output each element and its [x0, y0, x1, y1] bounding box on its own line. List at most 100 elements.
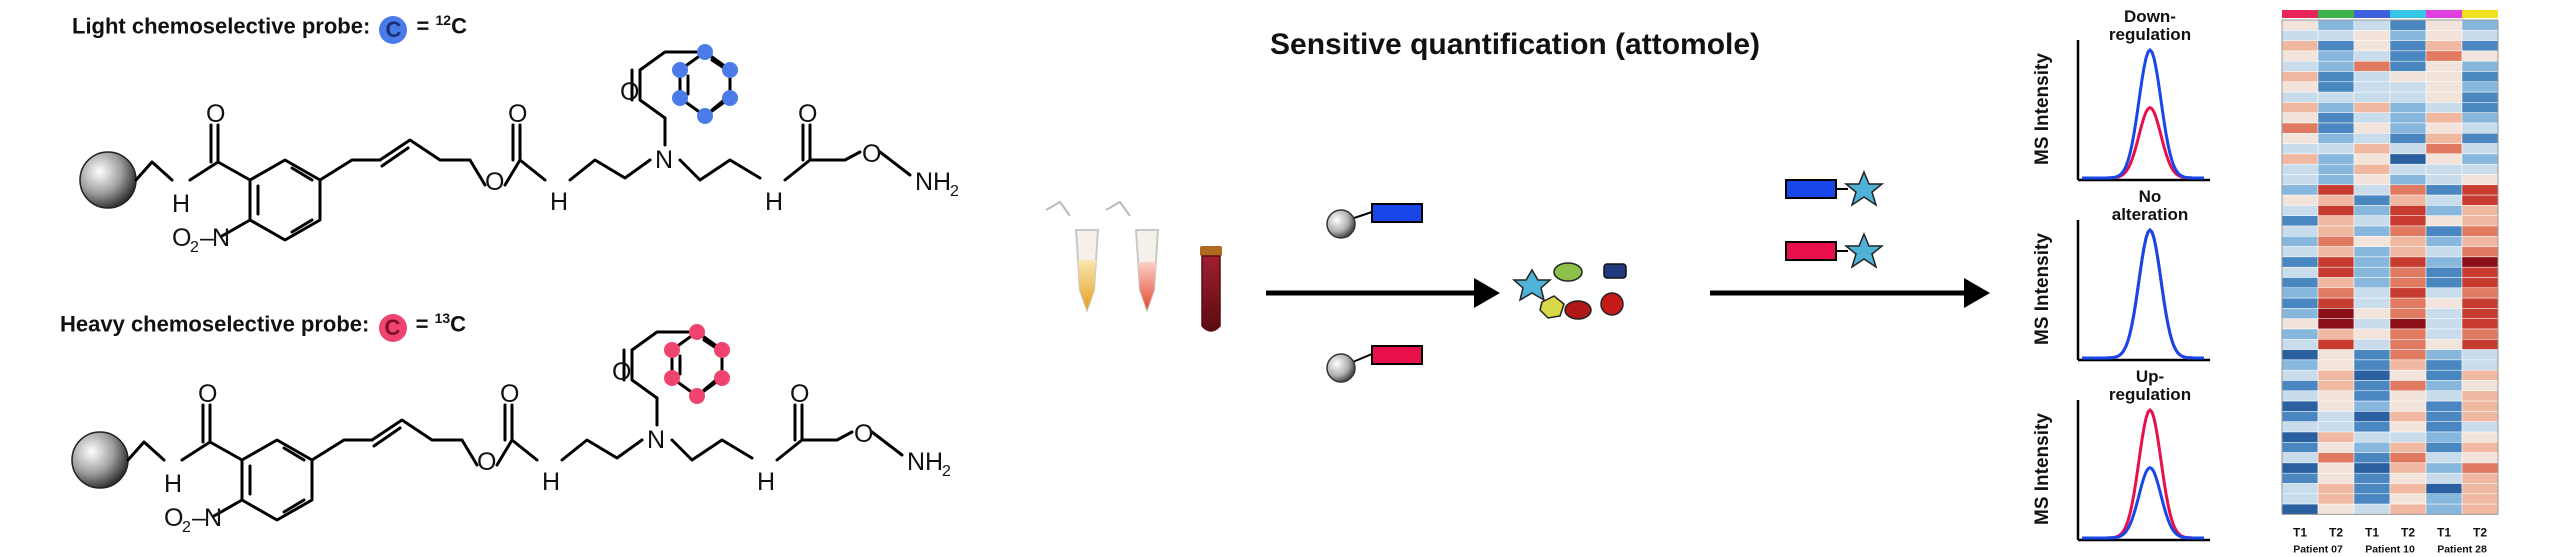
svg-text:–: – [200, 224, 214, 252]
workflow-title: Sensitive quantification (attomole) [1270, 28, 1761, 61]
heatmap-column-label: T1 [2437, 525, 2451, 539]
light-atom-labels: O H O 2 – N O O H N O H O O NH 2 [172, 78, 959, 256]
heavy-tagged-product [1785, 232, 1885, 269]
svg-text:O: O [500, 380, 519, 408]
light-peak-curve [2082, 47, 2204, 180]
heatmap-column-label: T2 [2329, 525, 2343, 539]
heavy-probe-header: Heavy chemoselective probe: C = 13C [60, 310, 467, 343]
heavy-bonds [126, 330, 904, 522]
tube-urine [1045, 200, 1100, 314]
svg-text:O: O [485, 168, 504, 196]
svg-text:H: H [765, 188, 783, 216]
light-probe-header: Light chemoselective probe: C = 12C [72, 12, 467, 45]
heatmap-border [2281, 19, 2499, 515]
light-structure: O H O 2 – N O O H N O H O O NH 2 [79, 44, 959, 256]
ms-y-label: MS Intensity [2032, 413, 2053, 525]
svg-text:O: O [798, 100, 817, 128]
ms-panel-title: regulation [2109, 25, 2191, 44]
ms-panel-title: alteration [2112, 205, 2189, 224]
heavy-peak-curve [2082, 105, 2204, 180]
heatmap-group-label: Patient 10 [2365, 543, 2415, 555]
svg-text:O: O [620, 78, 639, 106]
svg-text:–: – [192, 504, 206, 532]
heavy-resin-bead [71, 431, 129, 489]
heatmap-column-label: T1 [2293, 525, 2307, 539]
svg-text:O: O [612, 358, 631, 386]
svg-text:NH: NH [907, 448, 943, 476]
ms-panel-title: No [2139, 187, 2162, 206]
light-probe-bead [1326, 203, 1423, 239]
light-phenyl-dots [672, 44, 738, 124]
heatmap-group-label: Patient 07 [2293, 543, 2343, 555]
heatmap-group-bar [2426, 10, 2462, 18]
svg-text:H: H [542, 468, 560, 496]
probe-structures: O H O 2 – N O O H N O H O O NH 2 [71, 44, 959, 536]
ms-panel-3: Up-regulation MS Intensity [2032, 367, 2210, 542]
heavy-probe-bead [1326, 345, 1423, 383]
svg-text:O: O [206, 100, 225, 128]
light-peak-curve [2082, 227, 2204, 360]
svg-text:O: O [508, 100, 527, 128]
svg-text:O: O [862, 140, 881, 168]
ms-y-label: MS Intensity [2032, 233, 2053, 345]
ms-panel-title: Up- [2136, 367, 2164, 386]
light-carbon-badge: C [379, 16, 408, 45]
svg-text:H: H [164, 470, 182, 498]
svg-text:O: O [198, 380, 217, 408]
light-resin-bead [79, 151, 137, 209]
workflow-diagram [1045, 170, 1990, 383]
arrow-1 [1266, 278, 1500, 308]
heatmap-column-label: T1 [2365, 525, 2379, 539]
svg-text:2: 2 [190, 239, 199, 256]
heavy-structure: O H O 2 – N O O H N O H O O NH 2 [71, 324, 951, 536]
heatmap-group-bar [2390, 10, 2426, 18]
heatmap-group-label: Patient 28 [2437, 543, 2487, 555]
svg-text:N: N [212, 224, 230, 252]
heatmap-column-label: T2 [2473, 525, 2487, 539]
heatmap-group-bar [2462, 10, 2498, 18]
svg-text:O: O [164, 504, 183, 532]
svg-text:2: 2 [942, 463, 951, 480]
svg-text:O: O [790, 380, 809, 408]
tube-blood [1200, 246, 1222, 332]
svg-text:O: O [854, 420, 873, 448]
heavy-phenyl-dots [664, 324, 730, 404]
svg-text:2: 2 [182, 519, 191, 536]
ms-panel-title: Down- [2124, 7, 2176, 26]
svg-text:O: O [477, 448, 496, 476]
svg-text:H: H [550, 188, 568, 216]
svg-text:H: H [172, 190, 190, 218]
svg-text:O: O [172, 224, 191, 252]
heatmap-group-bar [2282, 10, 2318, 18]
sample-tubes [1045, 200, 1222, 332]
heatmap-group-bar [2354, 10, 2390, 18]
svg-text:N: N [647, 426, 665, 454]
heatmap-column-label: T2 [2401, 525, 2415, 539]
svg-text:NH: NH [915, 168, 951, 196]
heavy-isotope-element: C [450, 311, 467, 337]
heavy-carbon-badge: C [378, 314, 407, 343]
light-peak-curve [2082, 465, 2204, 540]
heavy-probe-label: Heavy chemoselective probe: [60, 311, 370, 337]
light-isotope-mass: 12 [435, 12, 452, 28]
svg-text:H: H [757, 468, 775, 496]
light-probe-label: Light chemoselective probe: [72, 13, 371, 39]
light-bonds [134, 50, 912, 242]
ms-panel-title: regulation [2109, 385, 2191, 404]
heatmap-group-bar [2318, 10, 2354, 18]
svg-text:N: N [655, 146, 673, 174]
light-tagged-product [1785, 170, 1885, 207]
arrow-2 [1710, 278, 1990, 308]
metabolite-mixture [1512, 262, 1627, 320]
svg-text:2: 2 [950, 183, 959, 200]
heavy-peak-curve [2082, 407, 2204, 540]
light-isotope-element: C [451, 13, 467, 39]
svg-text:N: N [204, 504, 222, 532]
heavy-isotope-mass: 13 [434, 310, 451, 326]
heavy-atom-labels: O H O 2 – N O O H N O H O O NH 2 [164, 358, 951, 536]
